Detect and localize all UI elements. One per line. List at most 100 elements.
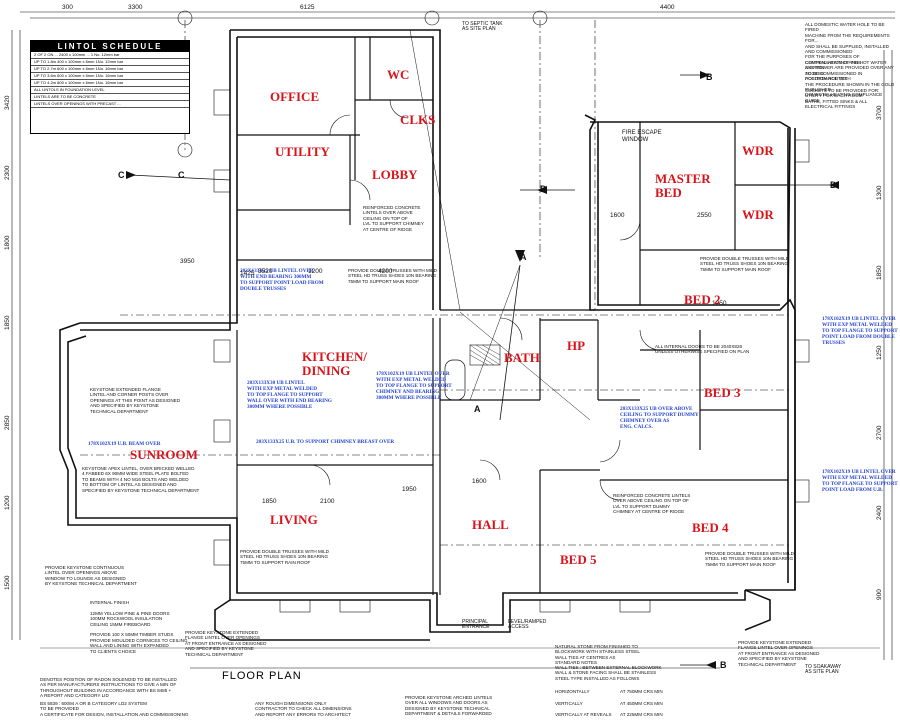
note-keystone-extended: PROVIDE KEYSTONE EXTENDED FLANGE LINTEL … <box>738 640 820 667</box>
dimension-label: 1800 <box>4 235 11 250</box>
dimension-label: 3300 <box>128 4 143 11</box>
note-sockets: SOCKETS TO BE PROVIDED FOR: UTILITY FOR … <box>805 88 880 110</box>
lintol-row: UP TO 2.7m 600 x 100mm x 6mm 1No. 16mm b… <box>31 66 189 73</box>
engineering-note: 178X102X19 U.B. BEAM OVER <box>88 441 161 447</box>
dimension-label: 1850 <box>876 265 883 280</box>
note-reinforced-concrete: REINFORCED CONCRETE LINTELS OVER ABOVE C… <box>363 205 424 232</box>
note-arched-lintels: PROVIDE KEYSTONE ARCHED LINTELS OVER ALL… <box>405 695 493 717</box>
lintol-schedule-table: LINTOL SCHEDULE 2 OF 2 ON ... 2400 x 100… <box>30 40 190 134</box>
section-marker-b: B <box>706 72 713 82</box>
room-label-kitchen-dining: KITCHEN/ DINING <box>302 349 368 378</box>
section-marker-d: D <box>540 184 547 194</box>
room-label-bed3: BED 3 <box>704 385 741 400</box>
dimension-label: 2700 <box>876 425 883 440</box>
room-label-sunroom: SUNROOM <box>130 447 198 462</box>
note-soakaway: TO SOAKAWAY AS SITE PLAN <box>805 664 842 676</box>
note-spacing: AT 225MM CRS MIN <box>620 712 663 717</box>
room-label-wdr-top: WDR <box>742 143 774 158</box>
dimension-label: 1300 <box>876 185 883 200</box>
note-dimensions: ANY ROUGH DIMENSIONS ONLY CONTRACTOR TO … <box>255 701 352 717</box>
dimension-label: 1500 <box>4 575 11 590</box>
section-marker-c: C <box>118 170 125 180</box>
note-domestic-water: ALL DOMESTIC WATER HOLE TO BE FIRED MACH… <box>805 22 894 82</box>
note-fire-alarm: BS 5839 : 60094 A OR B CATEGORY LD2 SYST… <box>40 701 189 717</box>
room-label-hp: HP <box>567 338 586 353</box>
dimension-label: 2100 <box>320 498 335 505</box>
note-internal-finishes: INTERNAL FINISH 12MM YELLOW PINE & PINE … <box>90 600 188 654</box>
room-label-utility: UTILITY <box>275 144 330 159</box>
dimension-label: 1250 <box>876 345 883 360</box>
note-wall-ties: WALL TIES : BETWEEN EXTERNAL BLOCKWORK W… <box>555 665 662 681</box>
note-horizontally: HORIZONTALLY <box>555 689 590 694</box>
note-double-trusses: PROVIDE DOUBLE TRUSSES WITH MILD STEEL H… <box>240 549 329 565</box>
engineering-note: 203X133X25 UB LINTEL OVER WITH END BEARI… <box>240 268 324 292</box>
dimension-label: 300 <box>62 4 73 11</box>
note-fire-escape: FIRE ESCAPE WINDOW <box>622 130 662 143</box>
dimension-label: 900 <box>876 589 883 600</box>
dimension-label: 2300 <box>4 165 11 180</box>
room-label-bed2: BED 2 <box>684 292 721 307</box>
lintol-row: 2 OF 2 ON ... 2400 x 100mm ... 1 No. 12m… <box>31 52 189 59</box>
room-label-wdr-mid: WDR <box>742 207 774 222</box>
lintol-row: UP TO 4.2m 800 x 100mm x 6mm 1No. 16mm b… <box>31 80 189 87</box>
note-sunroom-roof: KEYSTONE EXTENDED FLANGE LINTEL AND CORN… <box>90 387 181 414</box>
lintol-row: LINTELS ARE TO BE CONCRETE <box>31 94 189 101</box>
lintol-row: UP TO 1.8m 400 x 100mm x 6mm 1No. 12mm b… <box>31 59 189 66</box>
lintol-row: UP TO 3.6m 600 x 100mm x 6mm 1No. 16mm b… <box>31 73 189 80</box>
note-principal-entrance: PRINCIPAL ENTRANCE <box>462 619 490 631</box>
dimension-label: 1600 <box>610 212 625 219</box>
room-label-bed4: BED 4 <box>692 520 729 535</box>
dimension-label: 1850 <box>4 315 11 330</box>
engineering-note: 203X133X25 UB OVER ABOVE CEILING TO SUPP… <box>620 406 699 430</box>
lintol-schedule-title: LINTOL SCHEDULE <box>31 41 189 52</box>
engineering-note: 178X102X19 UB LINTEL OVER WITH EXP METAL… <box>376 371 452 401</box>
engineering-note: 178X102X19 UB LINTEL OVER WITH EXP METAL… <box>822 469 898 493</box>
note-vertically-reveals: VERTICALLY AT REVEALS <box>555 712 612 717</box>
note-spacing: AT 450MM CRS MIN <box>620 701 663 706</box>
drawing-title: FLOOR PLAN <box>222 670 302 682</box>
dimension-label: 1425 <box>240 270 255 277</box>
dimension-label: 4200 <box>378 268 393 275</box>
note-reinforced-concrete: REINFORCED CONCRETE LINTELS OVER ABOVE C… <box>613 493 691 515</box>
engineering-note: 178X102X19 UB LINTEL OVER WITH EXP METAL… <box>822 316 898 346</box>
note-central-heating: CENTRAL HEATING AND HOT WATER SYSTEM TO … <box>805 60 895 103</box>
section-marker-a: A <box>474 404 481 414</box>
dimension-label: 4400 <box>660 4 675 11</box>
note-double-trusses: PROVIDE DOUBLE TRUSSES WITH MILD STEEL H… <box>700 256 789 272</box>
dimension-label: 2400 <box>876 505 883 520</box>
note-radon: DENOTES POSITION OF RADON SOLENOID TO BE… <box>40 677 177 699</box>
note-septic: TO SEPTIC TANK AS SITE PLAN <box>462 21 503 33</box>
note-level-access: LEVEL/RAMPED ACCESS <box>508 619 547 631</box>
room-label-hall: HALL <box>472 517 509 532</box>
dimension-label: 1600 <box>472 478 487 485</box>
room-label-bath: BATH <box>504 350 540 365</box>
section-marker-d: D <box>830 180 837 190</box>
dimension-label: 3420 <box>4 95 11 110</box>
dimension-label: 2850 <box>4 415 11 430</box>
room-label-living: LIVING <box>270 512 318 527</box>
dimension-label: 1950 <box>402 486 417 493</box>
dimension-label: 2550 <box>697 212 712 219</box>
dimension-label: 3520 <box>258 268 273 275</box>
room-label-wc: WC <box>387 67 410 82</box>
note-double-trusses: PROVIDE DOUBLE TRUSSES WITH MILD STEEL H… <box>348 268 437 284</box>
note-keystone-extended: PROVIDE KEYSTONE EXTENDED FLANGE LINTEL … <box>185 630 267 657</box>
dimension-label: 1200 <box>308 268 323 275</box>
section-marker-a: A <box>520 252 527 262</box>
room-label-office: OFFICE <box>270 89 320 104</box>
section-marker-b: B <box>720 660 727 670</box>
engineering-note: 203X133X25 U.B. TO SUPPORT CHIMNEY BREAS… <box>256 439 395 445</box>
note-spacing: AT 750MM CRS MIN <box>620 689 663 694</box>
room-label-clks: CLKS <box>400 112 436 127</box>
note-sunroom-apex: KEYSTONE APEX LINTEL, OVER BRICKED WELLE… <box>82 466 200 493</box>
dimension-label: 6125 <box>300 4 315 11</box>
room-label-bed5: BED 5 <box>560 552 597 567</box>
lintol-row: LINTELS OVER OPENINGS WITH PRECAST ... <box>31 101 189 108</box>
note-vertically: VERTICALLY <box>555 701 583 706</box>
engineering-note: 203X133X30 UB LINTEL WITH EXP METAL WELD… <box>247 380 332 410</box>
room-label-master-bed: MASTER BED <box>655 171 711 200</box>
dimension-label: 3950 <box>180 258 195 265</box>
section-marker-c: C <box>178 170 185 180</box>
dimension-label: 3700 <box>876 105 883 120</box>
